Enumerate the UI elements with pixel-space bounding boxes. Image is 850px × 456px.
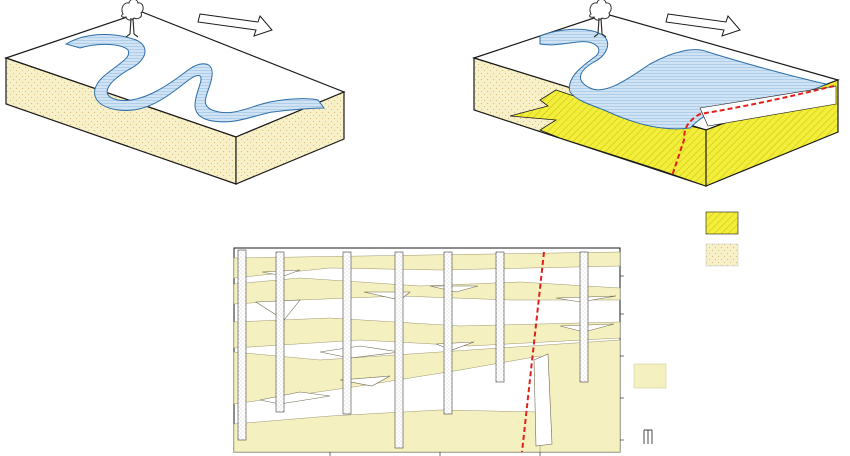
white-sand-block [533,353,553,447]
scale-bar-icon [643,429,653,444]
cross-section [233,247,653,456]
well-log [394,251,404,449]
flow-arrow-icon [197,13,273,37]
fine-sediment-swatch [705,243,739,267]
clay-lens [429,285,479,293]
well-logs [237,249,589,449]
clay-lens [339,375,391,387]
legend [633,211,739,389]
sand-body-swatch [633,363,667,389]
left-meandering-river [64,34,325,123]
well-log [342,251,352,415]
frame-ticks [329,275,624,456]
right-fault-line [671,85,835,177]
well-log [579,251,589,383]
well-log [495,251,505,383]
well-log [237,249,247,441]
tree-icon [589,0,612,38]
coarse-sediment-swatch [705,211,739,235]
right-block-diagram [472,0,840,187]
section-fault-line [521,251,545,453]
right-sand-band [699,85,837,127]
tree-icon [121,0,144,38]
flow-arrow-icon [665,13,741,37]
well-log [275,251,285,413]
sand-bodies [233,251,621,453]
well-log [443,251,453,415]
sand-body [233,251,621,279]
left-block-diagram [4,0,346,185]
